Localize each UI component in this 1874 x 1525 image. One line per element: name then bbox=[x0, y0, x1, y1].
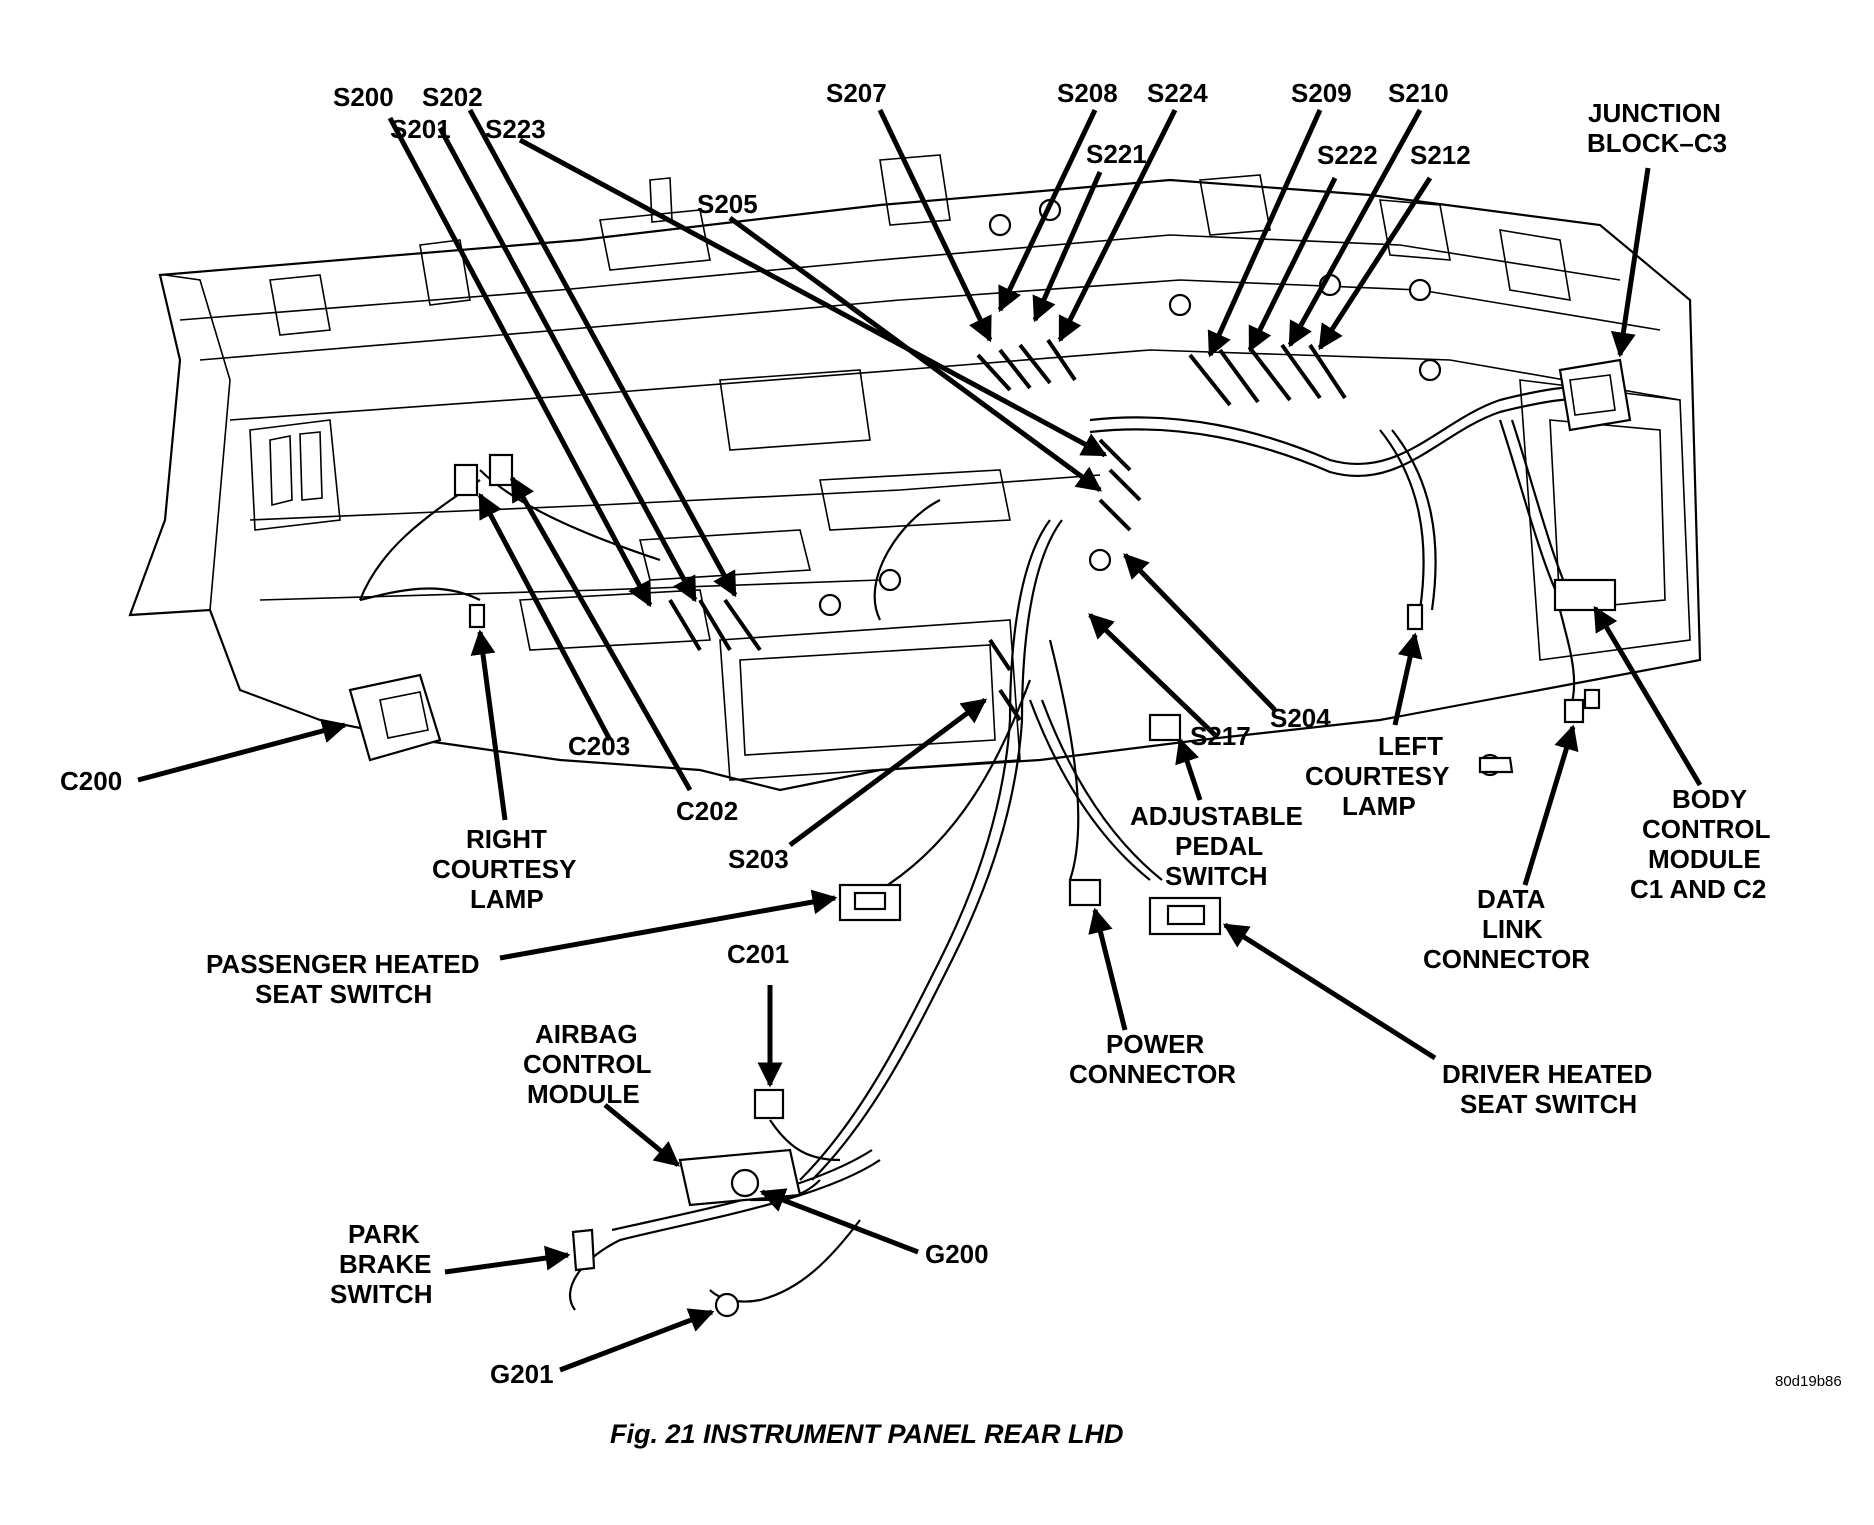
c203-connector bbox=[453, 463, 479, 497]
label-g201: G201 bbox=[490, 1359, 554, 1389]
g201-ground bbox=[714, 1292, 740, 1318]
label-left-courtesy-2: COURTESY bbox=[1305, 761, 1449, 791]
label-dlc-3: CONNECTOR bbox=[1423, 944, 1590, 974]
label-pass-seat-2: SEAT SWITCH bbox=[255, 979, 432, 1009]
label-s200: S200 bbox=[333, 82, 394, 112]
figure-code: 80d19b86 bbox=[1775, 1373, 1842, 1390]
label-c203: C203 bbox=[568, 731, 630, 761]
label-left-courtesy-1: LEFT bbox=[1378, 731, 1443, 761]
label-right-courtesy-3: LAMP bbox=[470, 884, 544, 914]
label-s202: S202 bbox=[422, 82, 483, 112]
label-dlc-2: LINK bbox=[1482, 914, 1543, 944]
label-airbag-1: AIRBAG bbox=[535, 1019, 638, 1049]
right-courtesy-lamp bbox=[468, 603, 486, 629]
label-right-courtesy-2: COURTESY bbox=[432, 854, 576, 884]
label-s201: S201 bbox=[390, 114, 451, 144]
label-junction-block-2: BLOCK–C3 bbox=[1587, 128, 1727, 158]
label-bcm-1: BODY bbox=[1672, 784, 1747, 814]
data-link-connector bbox=[1563, 698, 1585, 724]
label-s207: S207 bbox=[826, 78, 887, 108]
leader-lines bbox=[137, 108, 1703, 1373]
driver-heated-seat-switch bbox=[1148, 896, 1222, 936]
label-park-2: BRAKE bbox=[339, 1249, 431, 1279]
label-s222: S222 bbox=[1317, 140, 1378, 170]
label-s205: S205 bbox=[697, 189, 758, 219]
c202-connector bbox=[488, 453, 514, 487]
park-brake-switch bbox=[571, 1228, 596, 1272]
label-s204: S204 bbox=[1270, 703, 1331, 733]
label-park-1: PARK bbox=[348, 1219, 420, 1249]
callout-labels: S200 S202 S201 S223 S207 S205 S208 S224 … bbox=[60, 78, 1771, 1389]
label-airbag-2: CONTROL bbox=[523, 1049, 652, 1079]
label-bcm-2: CONTROL bbox=[1642, 814, 1771, 844]
power-connector bbox=[1068, 878, 1102, 907]
left-courtesy-lamp bbox=[1406, 603, 1424, 631]
label-bcm-4: C1 AND C2 bbox=[1630, 874, 1766, 904]
c200-connector bbox=[348, 673, 442, 762]
label-power-1: POWER bbox=[1106, 1029, 1204, 1059]
label-right-courtesy-1: RIGHT bbox=[466, 824, 547, 854]
label-power-2: CONNECTOR bbox=[1069, 1059, 1236, 1089]
label-left-courtesy-3: LAMP bbox=[1342, 791, 1416, 821]
label-c201: C201 bbox=[727, 939, 789, 969]
label-driver-seat-1: DRIVER HEATED bbox=[1442, 1059, 1652, 1089]
label-airbag-3: MODULE bbox=[527, 1079, 640, 1109]
label-dlc-1: DATA bbox=[1477, 884, 1546, 914]
label-s223: S223 bbox=[485, 114, 546, 144]
label-pass-seat-1: PASSENGER HEATED bbox=[206, 949, 480, 979]
label-c200: C200 bbox=[60, 766, 122, 796]
label-s212: S212 bbox=[1410, 140, 1471, 170]
label-adj-pedal-2: PEDAL bbox=[1175, 831, 1263, 861]
g200-ground bbox=[730, 1168, 760, 1198]
label-adj-pedal-3: SWITCH bbox=[1165, 861, 1268, 891]
label-s208: S208 bbox=[1057, 78, 1118, 108]
adjustable-pedal-switch bbox=[1148, 713, 1182, 742]
label-s210: S210 bbox=[1388, 78, 1449, 108]
label-s224: S224 bbox=[1147, 78, 1208, 108]
label-driver-seat-2: SEAT SWITCH bbox=[1460, 1089, 1637, 1119]
label-junction-block-1: JUNCTION bbox=[1588, 98, 1721, 128]
label-park-3: SWITCH bbox=[330, 1279, 433, 1309]
label-adj-pedal-1: ADJUSTABLE bbox=[1130, 801, 1303, 831]
label-c202: C202 bbox=[676, 796, 738, 826]
label-s217: S217 bbox=[1190, 721, 1251, 751]
figure-caption: Fig. 21 INSTRUMENT PANEL REAR LHD bbox=[610, 1419, 1124, 1449]
components bbox=[348, 358, 1632, 1318]
label-s209: S209 bbox=[1291, 78, 1352, 108]
c201-connector bbox=[753, 1088, 785, 1120]
label-s221: S221 bbox=[1086, 139, 1147, 169]
label-s203: S203 bbox=[728, 844, 789, 874]
label-g200: G200 bbox=[925, 1239, 989, 1269]
body-control-module bbox=[1553, 578, 1617, 612]
label-bcm-3: MODULE bbox=[1648, 844, 1761, 874]
junction-block-c3 bbox=[1558, 358, 1632, 432]
